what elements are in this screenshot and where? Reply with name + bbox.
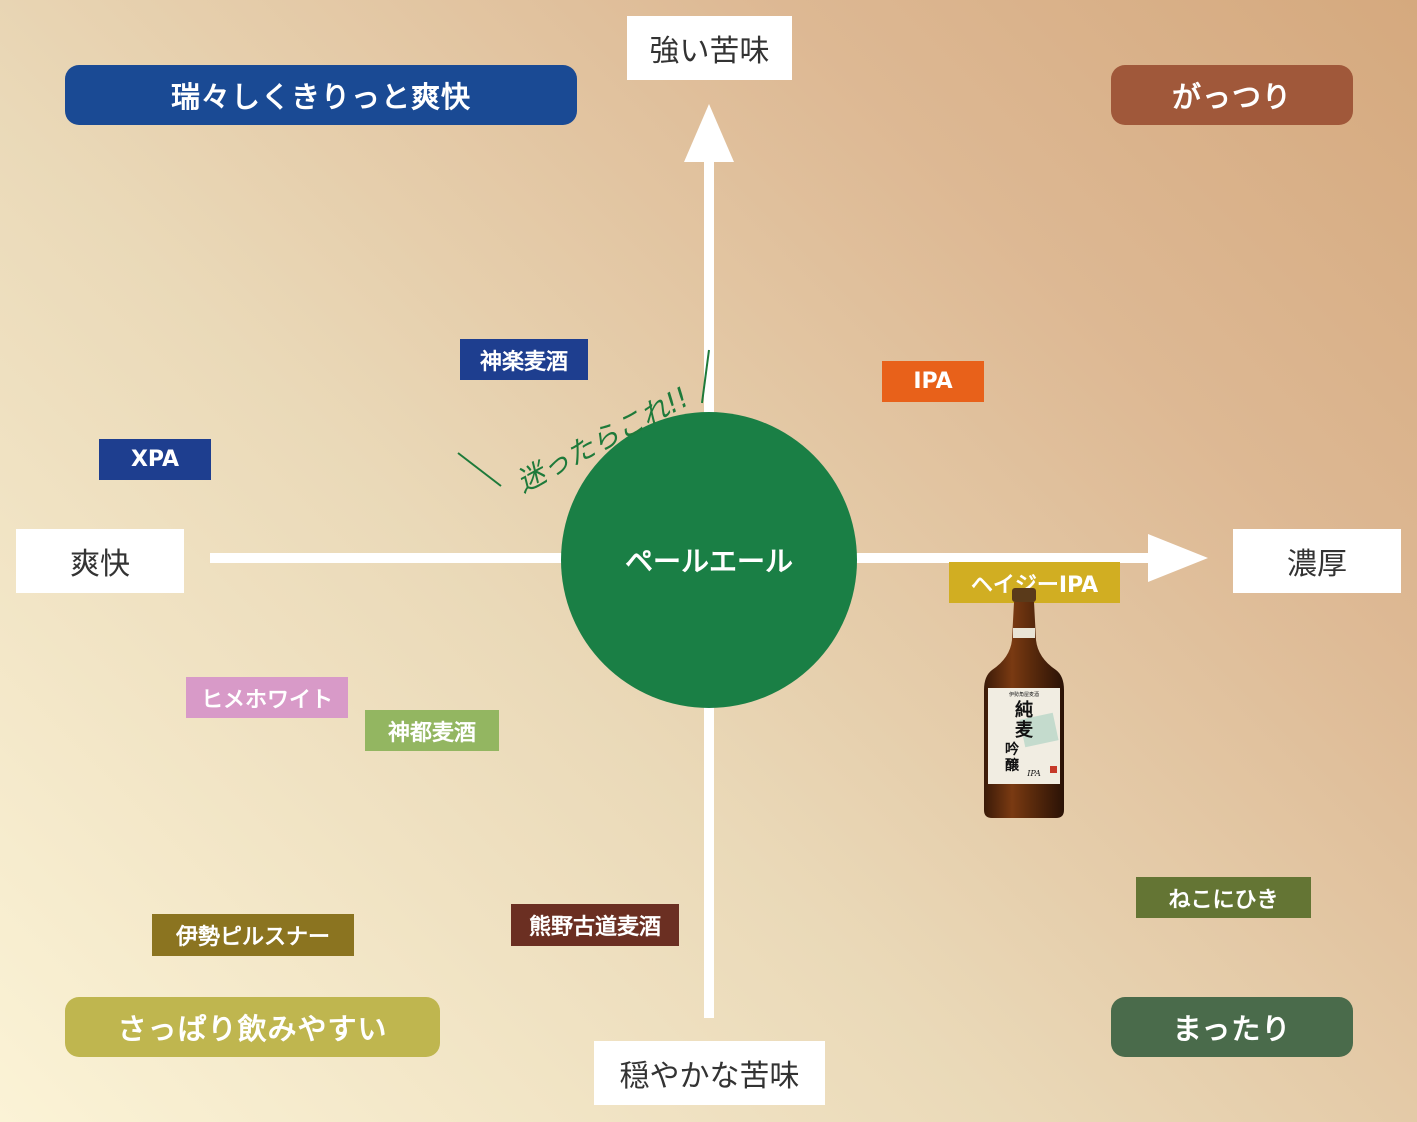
quadrant-top-right: がっつり bbox=[1111, 65, 1353, 125]
up-arrow-head bbox=[684, 104, 734, 162]
axis-label-top: 強い苦味 bbox=[627, 16, 792, 80]
bottle-brand-text: 伊勢角屋麦酒 bbox=[1009, 691, 1039, 698]
right-arrow-head bbox=[1148, 534, 1208, 582]
axis-label-left: 爽快 bbox=[16, 529, 184, 593]
axis-label-right: 濃厚 bbox=[1233, 529, 1401, 593]
horizontal-axis-left bbox=[210, 553, 562, 563]
beer-tag-kamito: 神都麦酒 bbox=[365, 710, 499, 751]
bottle-text-4: 醸 bbox=[1005, 757, 1020, 774]
bottle-text-ipa: IPA bbox=[1026, 769, 1041, 778]
center-circle: ペールエール bbox=[561, 412, 857, 708]
quadrant-top-left: 瑞々しくきりっと爽快 bbox=[65, 65, 577, 125]
vertical-axis-bottom bbox=[704, 705, 714, 1018]
beer-tag-ipa: IPA bbox=[882, 361, 984, 402]
axis-label-bottom: 穏やかな苦味 bbox=[594, 1041, 825, 1105]
quadrant-bottom-right: まったり bbox=[1111, 997, 1353, 1057]
quadrant-bottom-left: さっぱり飲みやすい bbox=[65, 997, 440, 1057]
hint-line-left bbox=[457, 452, 502, 487]
beer-tag-kumano: 熊野古道麦酒 bbox=[511, 904, 679, 946]
beer-tag-kagura: 神楽麦酒 bbox=[460, 339, 588, 380]
beer-bottle-image: 伊勢角屋麦酒 純 麦 吟 醸 IPA bbox=[984, 588, 1064, 818]
beer-tag-xpa: XPA bbox=[99, 439, 211, 480]
beer-tag-nekoni: ねこにひき bbox=[1136, 877, 1311, 918]
beer-tag-hime-white: ヒメホワイト bbox=[186, 677, 348, 718]
hint-line-right bbox=[701, 349, 710, 404]
bottle-text-3: 吟 bbox=[1005, 741, 1020, 758]
vertical-axis-top bbox=[704, 158, 714, 413]
horizontal-axis-right bbox=[856, 553, 1152, 563]
beer-tag-ise-pilsner: 伊勢ピルスナー bbox=[152, 914, 354, 956]
bottle-text-1: 純 bbox=[1015, 699, 1033, 721]
bottle-text-2: 麦 bbox=[1015, 719, 1034, 741]
